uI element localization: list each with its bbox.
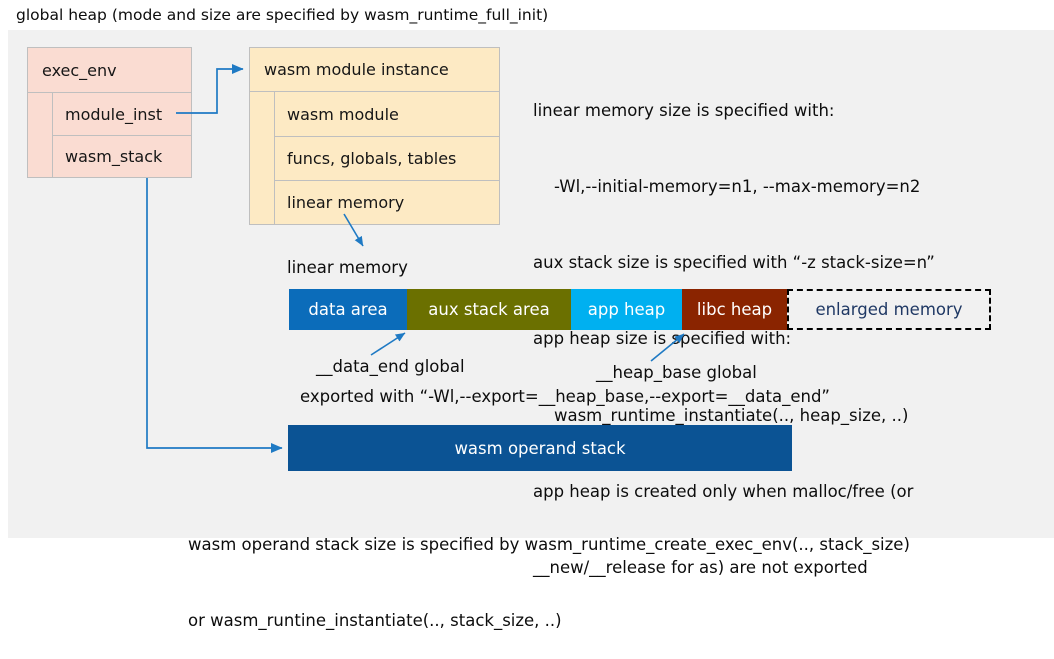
linear-memory-bar: data area aux stack area app heap libc h… <box>289 289 991 330</box>
operand-stack-footnote: wasm operand stack size is specified by … <box>188 481 910 659</box>
note-line: wasm_runtime_instantiate(.., heap_size, … <box>533 405 909 425</box>
module-instance-gutter <box>250 92 275 224</box>
exec-env-field-module-inst[interactable]: module_inst <box>65 104 163 124</box>
exec-env-header: exec_env <box>28 48 191 93</box>
module-instance-header: wasm module instance <box>250 48 499 92</box>
exec-env-field-wasm-stack[interactable]: wasm_stack <box>53 135 191 177</box>
annotation-data-end-global: __data_end global <box>316 357 465 376</box>
note-line: aux stack size is specified with “-z sta… <box>533 253 935 273</box>
module-instance-field-list: wasm module funcs, globals, tables linea… <box>275 92 499 224</box>
note-line: -Wl,--initial-memory=n1, --max-memory=n2 <box>533 177 921 197</box>
annotation-heap-base-global: __heap_base global <box>596 363 757 382</box>
page-title: global heap (mode and size are specified… <box>16 6 549 24</box>
memory-segment-enlarged-memory[interactable]: enlarged memory <box>787 289 991 330</box>
linear-memory-notes: linear memory size is specified with: -W… <box>533 47 1038 606</box>
footnote-line: wasm operand stack size is specified by … <box>188 534 910 554</box>
footnote-line: or wasm_runtine_instantiate(.., stack_si… <box>188 611 562 631</box>
note-line: app heap is created only when malloc/fre… <box>533 481 914 501</box>
module-instance-body: wasm module funcs, globals, tables linea… <box>250 92 499 224</box>
memory-segment-app-heap[interactable]: app heap <box>571 289 682 330</box>
exec-env-gutter <box>28 93 53 177</box>
annotation-exported-with: exported with “-Wl,--export=__heap_base,… <box>300 387 830 406</box>
memory-segment-aux-stack-area[interactable]: aux stack area <box>407 289 571 330</box>
wasm-operand-stack-box[interactable]: wasm operand stack <box>288 425 792 471</box>
exec-env-box[interactable]: exec_env module_inst wasm_stack <box>27 47 192 178</box>
exec-env-body: module_inst wasm_stack <box>28 93 191 177</box>
note-line: linear memory size is specified with: <box>533 100 835 120</box>
module-instance-field-funcs-globals-tables[interactable]: funcs, globals, tables <box>275 136 499 180</box>
memory-segment-data-area[interactable]: data area <box>289 289 407 330</box>
module-instance-field-wasm-module[interactable]: wasm module <box>287 104 399 124</box>
exec-env-field-list: module_inst wasm_stack <box>53 93 191 177</box>
wasm-module-instance-box[interactable]: wasm module instance wasm module funcs, … <box>249 47 500 225</box>
linear-memory-caption: linear memory <box>287 258 408 277</box>
memory-segment-libc-heap[interactable]: libc heap <box>682 289 787 330</box>
note-line: app heap size is specified with: <box>533 329 792 349</box>
module-instance-field-linear-memory[interactable]: linear memory <box>275 180 499 224</box>
